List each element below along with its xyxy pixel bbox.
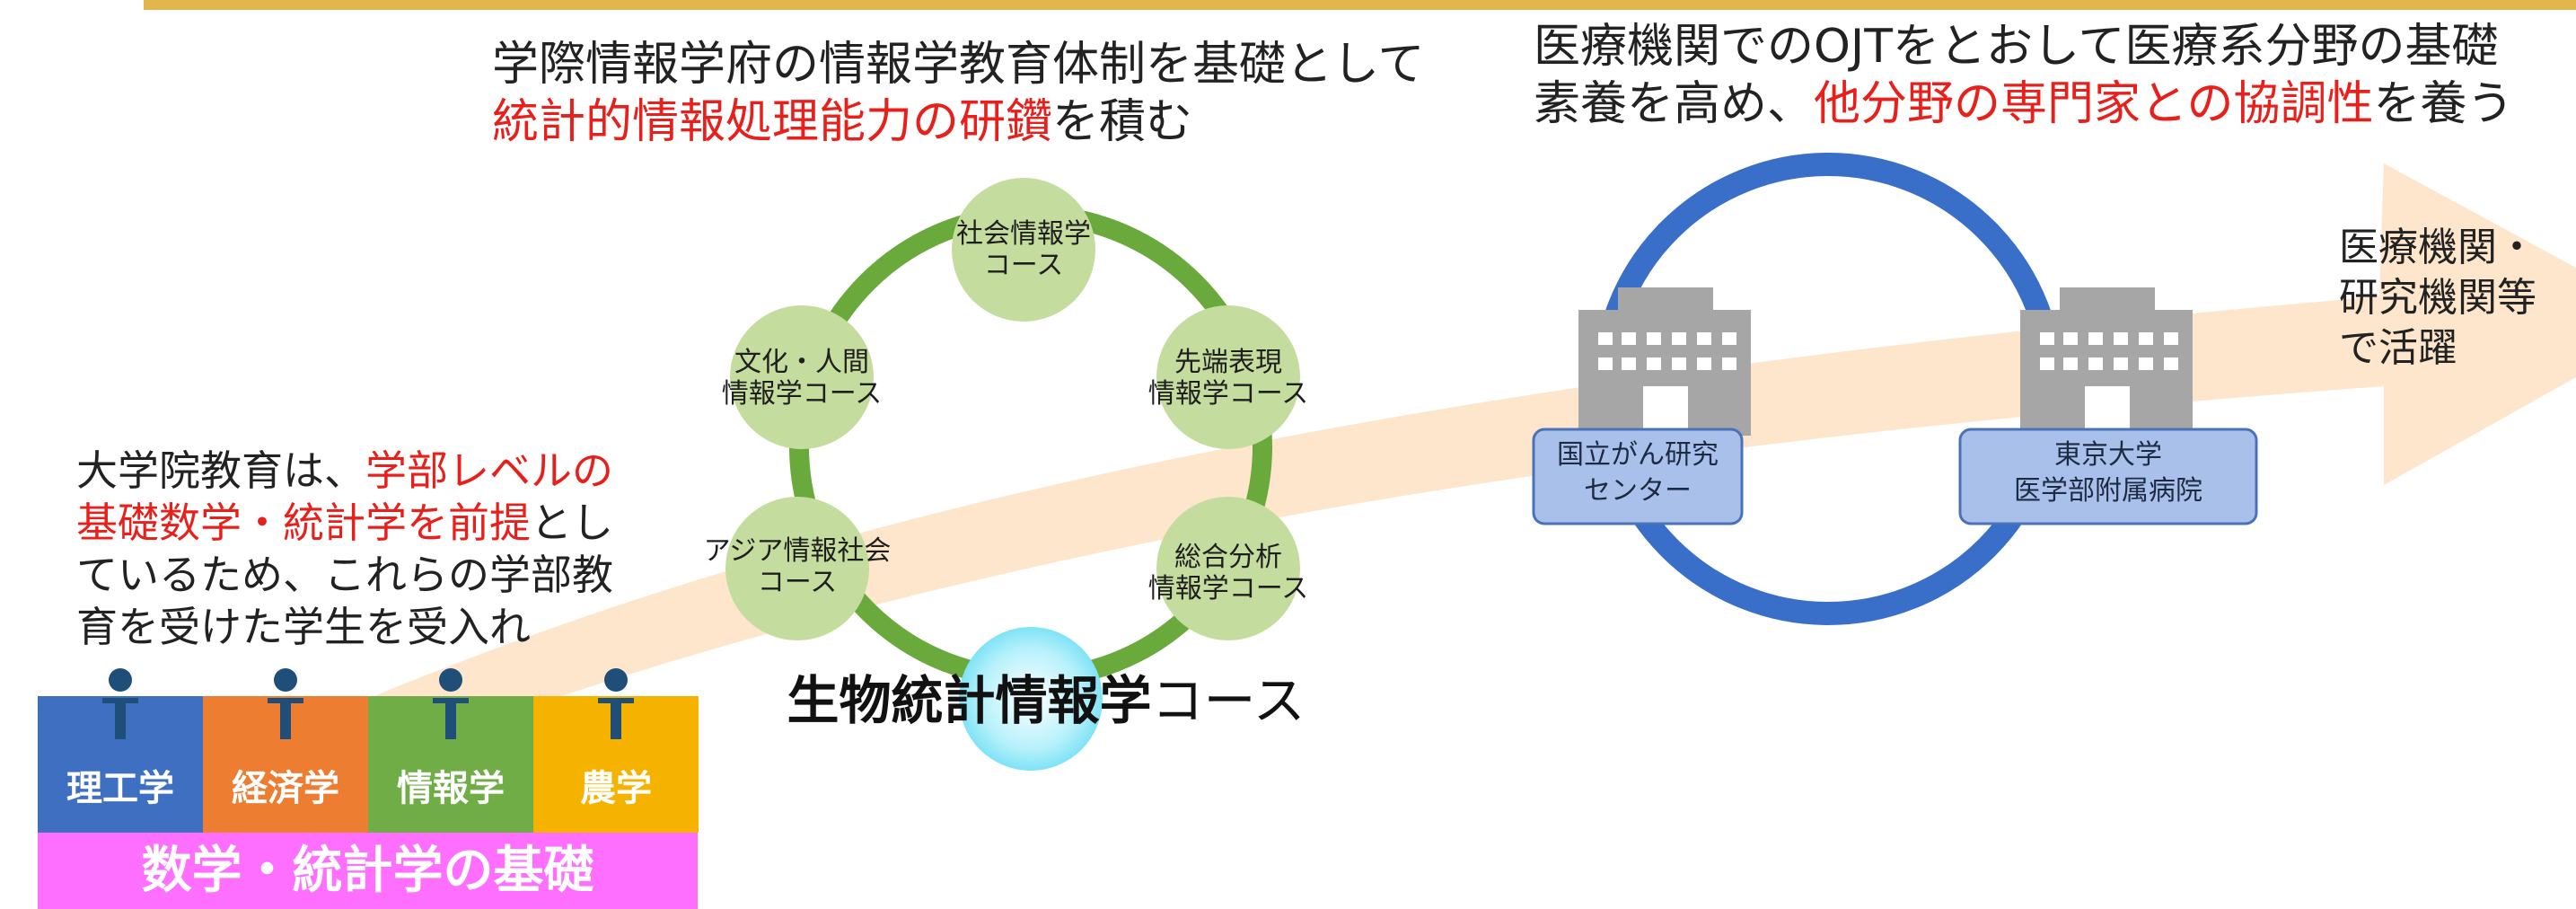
- right-heading: 医療機関でのOJTをとおして医療系分野の基礎 素養を高め、他分野の専門家との協調…: [1534, 18, 2514, 133]
- course-circle-social: [952, 178, 1095, 322]
- center-heading-line2: 統計的情報処理能力の研鑽を積む: [492, 93, 1424, 151]
- center-heading-emphasis: 統計的情報処理能力の研鑽: [492, 95, 1053, 149]
- discipline-label: 農学: [580, 768, 652, 809]
- admission-line1: 大学院教育は、学部レベルの: [76, 445, 613, 497]
- destination-line1: 医療機関・: [2339, 225, 2536, 270]
- right-heading-line1: 医療機関でのOJTをとおして医療系分野の基礎: [1534, 20, 2499, 74]
- discipline-economics: 経済学: [203, 668, 368, 833]
- person-icon: [268, 668, 303, 739]
- right-heading-line2: 素養を高め、他分野の専門家との協調性を養う: [1534, 75, 2514, 133]
- course-circle-culture: [730, 305, 874, 449]
- institution-label-utokyo-2: 医学部附属病院: [2014, 475, 2202, 507]
- course-label-advanced-1: 先端表現: [1174, 347, 1282, 378]
- person-icon: [598, 668, 634, 739]
- right-heading-emphasis: 他分野の専門家との協調性: [1814, 77, 2374, 131]
- destination-line3: で活躍: [2339, 325, 2457, 371]
- center-course-circle: [959, 627, 1103, 771]
- admission-line4: 育を受けた学生を受入れ: [76, 603, 531, 651]
- admission-description: 大学院教育は、学部レベルの 基礎数学・統計学を前提とし ているため、これらの学部…: [76, 445, 613, 653]
- institution-box-utokyo: [1958, 428, 2258, 525]
- course-label-analysis-2: 情報学コース: [1148, 573, 1309, 605]
- math-statistics-foundation: 数学・統計学の基礎: [38, 833, 698, 909]
- hospital-building-icon: [2020, 287, 2193, 436]
- course-label-asia-2: コース: [758, 567, 838, 598]
- center-heading-line2-rest: を積む: [1052, 95, 1193, 149]
- person-icon: [102, 668, 138, 739]
- center-heading: 学際情報学府の情報学教育体制を基礎として 統計的情報処理能力の研鑽を積む: [492, 36, 1424, 151]
- admission-line2-emphasis: 基礎数学・統計学を前提: [76, 499, 531, 547]
- course-label-asia-1: アジア情報社会: [704, 535, 892, 567]
- course-label-social-2: コース: [984, 250, 1064, 281]
- top-accent-bar: [144, 0, 2576, 10]
- admission-line1-emphasis: 学部レベルの: [365, 446, 613, 495]
- course-label-analysis-1: 総合分析: [1174, 542, 1282, 573]
- right-heading-line2-end: を養う: [2373, 77, 2514, 131]
- person-icon: [433, 668, 469, 739]
- discipline-label: 理工学: [66, 768, 174, 809]
- institution-label-utokyo-1: 東京大学: [2054, 439, 2162, 471]
- right-heading-line2-start: 素養を高め、: [1534, 77, 1815, 131]
- course-label-advanced-2: 情報学コース: [1148, 378, 1309, 410]
- discipline-agriculture: 農学: [533, 668, 699, 833]
- progress-arrow: [296, 163, 2576, 781]
- admission-line1-start: 大学院教育は、: [76, 446, 365, 495]
- course-label-culture-1: 文化・人間: [734, 347, 869, 378]
- destination-line2: 研究機関等: [2339, 275, 2536, 321]
- discipline-label: 経済学: [232, 768, 339, 809]
- institution-label-ncc-1: 国立がん研究: [1557, 439, 1719, 471]
- institution-label-ncc-2: センター: [1584, 475, 1692, 507]
- course-circle-asia: [725, 497, 869, 640]
- admission-line2: 基礎数学・統計学を前提とし: [76, 497, 613, 549]
- discipline-science-engineering: 理工学: [38, 668, 203, 833]
- course-label-culture-2: 情報学コース: [722, 378, 883, 410]
- center-heading-line1: 学際情報学府の情報学教育体制を基礎として: [492, 38, 1425, 92]
- discipline-label: 情報学: [397, 768, 505, 809]
- destination-text: 医療機関・ 研究機関等 で活躍: [2339, 223, 2536, 374]
- institution-box-ncc: [1532, 428, 1744, 525]
- admission-line2-end: とし: [531, 499, 613, 547]
- course-circle-advanced: [1156, 305, 1300, 449]
- course-label-social-1: 社会情報学: [956, 218, 1091, 250]
- course-circle-analysis: [1156, 497, 1300, 640]
- center-course-title: 生物統計情報学コース: [787, 670, 1305, 731]
- discipline-informatics: 情報学: [368, 668, 533, 833]
- admission-line3: ているため、これらの学部教: [76, 551, 613, 599]
- hospital-building-icon: [1578, 287, 1751, 436]
